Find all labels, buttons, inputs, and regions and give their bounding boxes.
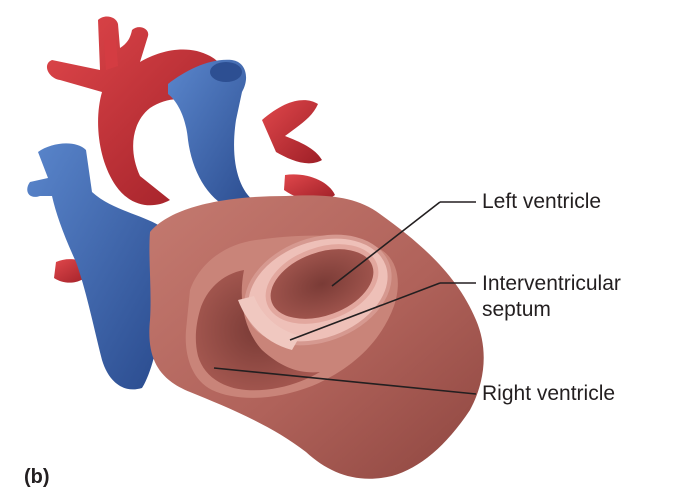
panel-label: (b) (24, 466, 50, 488)
leader-septum (289, 282, 441, 341)
label-left-ventricle: Left ventricle (482, 190, 602, 213)
label-right-ventricle: Right ventricle (482, 382, 616, 405)
vena-cava (27, 59, 258, 390)
label-septum-line1: Interventricular (482, 272, 621, 295)
right-ventricle-cavity (195, 270, 320, 391)
pulmonary-artery (262, 100, 335, 201)
leader-left-ventricle (331, 201, 441, 287)
label-septum-line2: septum (482, 298, 551, 321)
interventricular-septum (238, 296, 300, 350)
leader-right-ventricle (213, 367, 477, 395)
